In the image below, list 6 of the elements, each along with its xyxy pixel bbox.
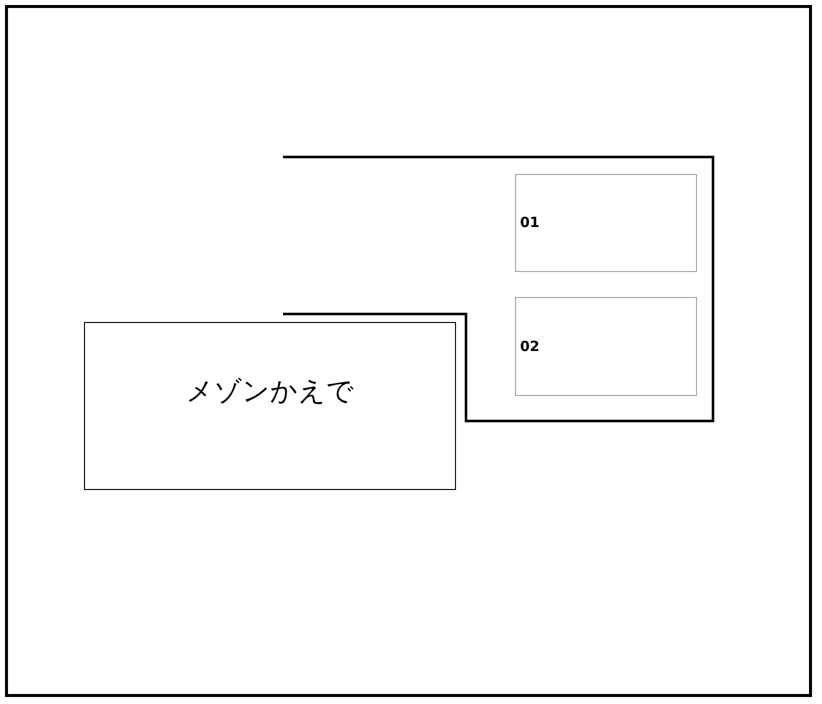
building-name-box: [84, 322, 456, 490]
room-number: 01: [520, 215, 540, 231]
room-box: [515, 297, 697, 396]
room-box: [515, 174, 697, 272]
room-number: 02: [520, 338, 540, 354]
building-name: メゾンかえで: [186, 375, 354, 409]
